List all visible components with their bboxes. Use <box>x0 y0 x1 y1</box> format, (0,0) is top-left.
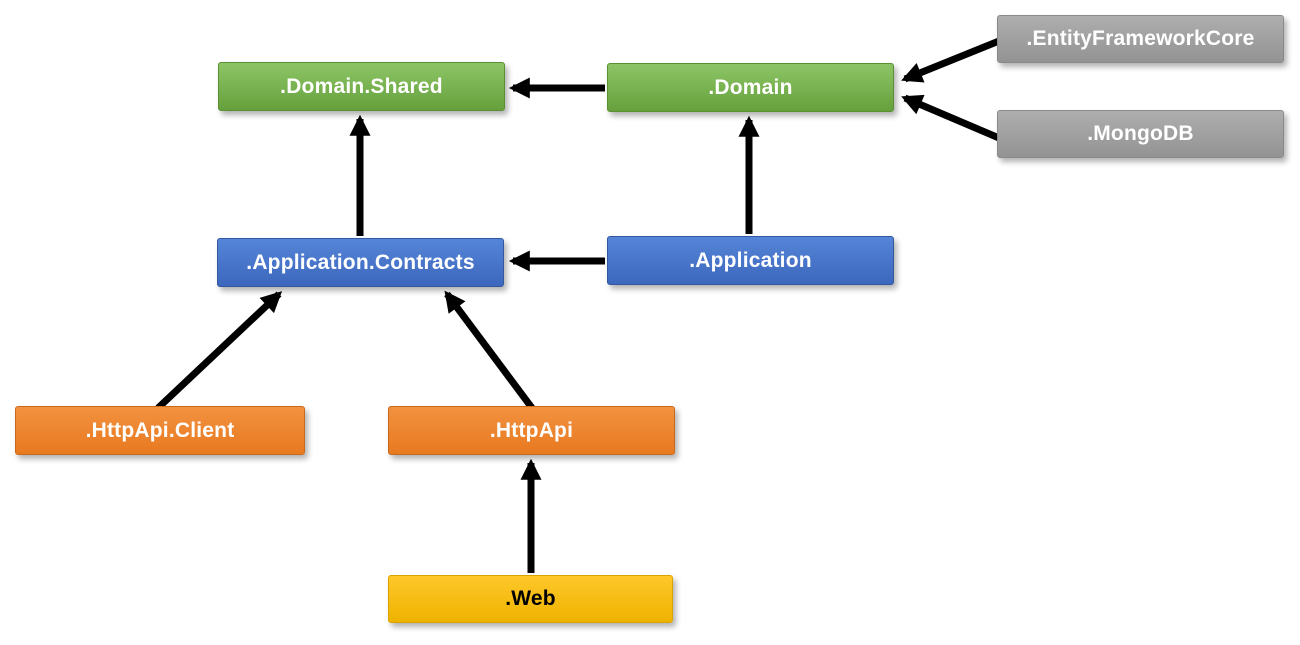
node-domain-shared: .Domain.Shared <box>218 62 505 111</box>
edge-mongodb-to-domain <box>901 94 1001 142</box>
node-web: .Web <box>388 575 673 623</box>
node-entity-framework-core: .EntityFrameworkCore <box>997 15 1284 63</box>
node-application: .Application <box>607 236 894 285</box>
node-application-contracts: .Application.Contracts <box>217 238 504 287</box>
edge-httpapi-client-to-application-contracts <box>155 291 283 411</box>
node-mongodb: .MongoDB <box>997 110 1284 158</box>
edge-httpapi-to-application-contracts <box>444 290 535 411</box>
node-domain: .Domain <box>607 63 894 112</box>
node-httpapi: .HttpApi <box>388 406 675 455</box>
node-httpapi-client: .HttpApi.Client <box>15 406 305 455</box>
edge-entity-framework-core-to-domain <box>901 37 1001 83</box>
